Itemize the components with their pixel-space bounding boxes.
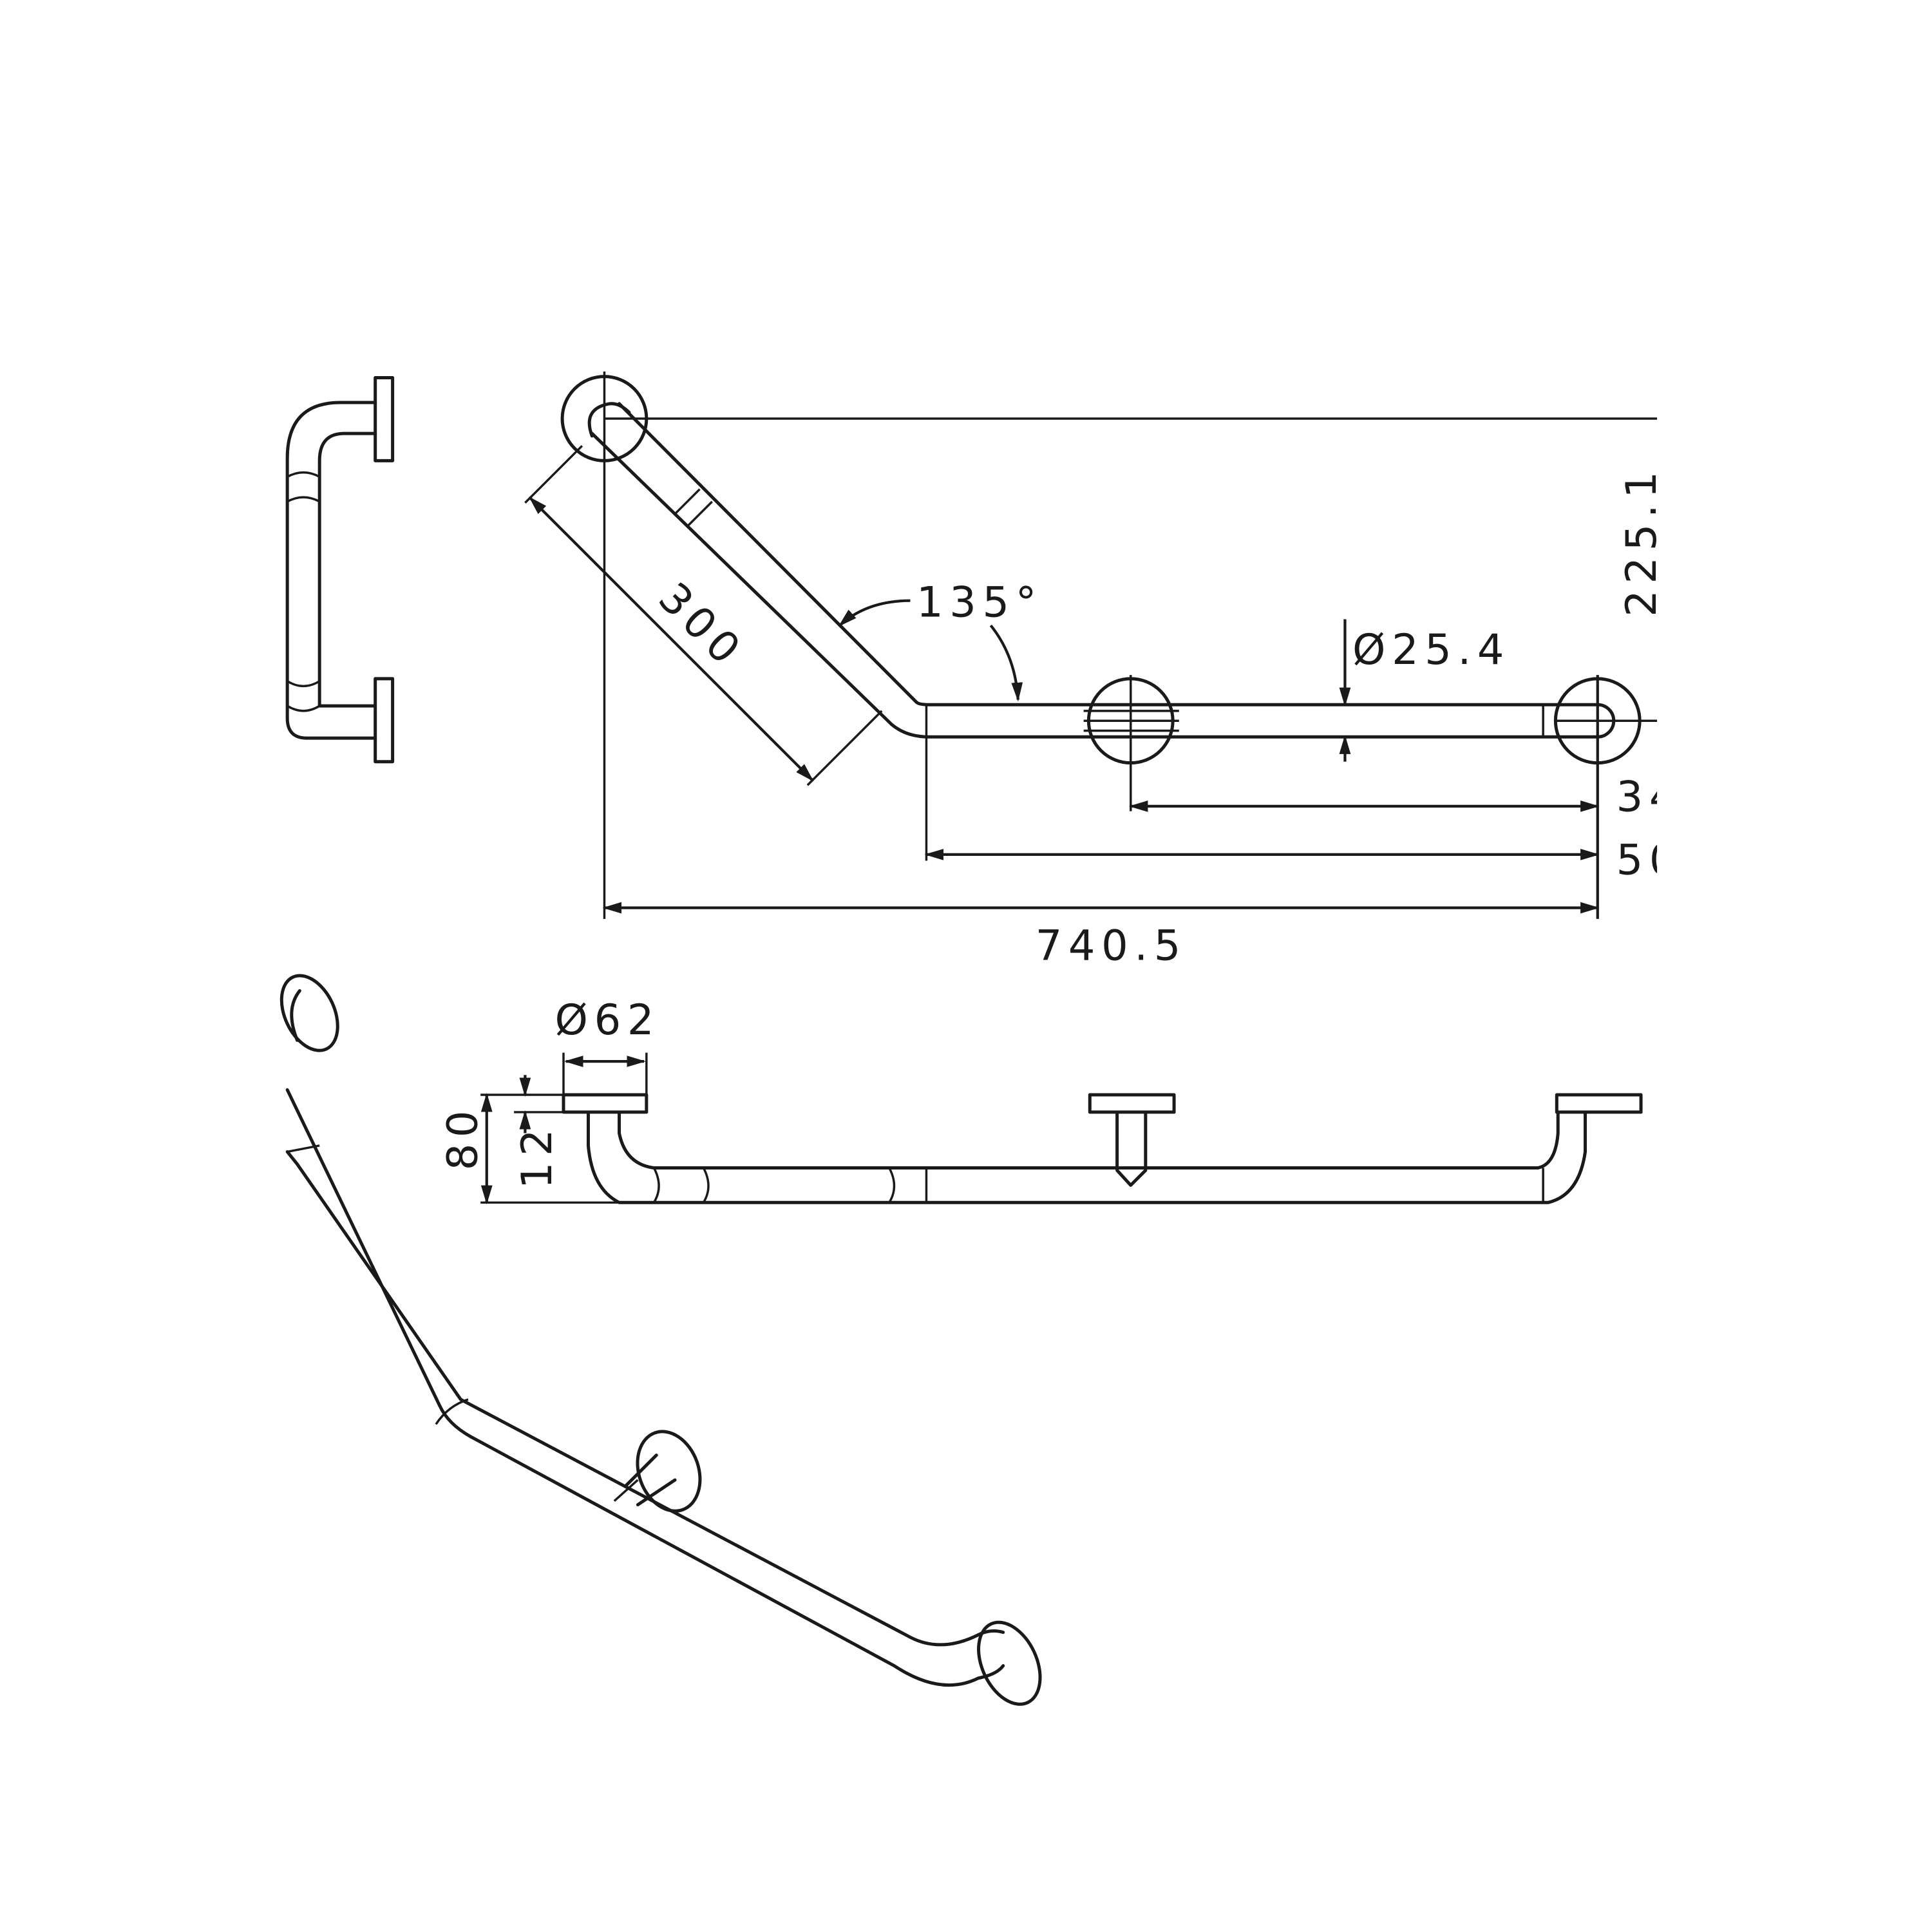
overall-length-label: 740.5 [1036, 921, 1187, 970]
angle-label: 135° [916, 578, 1043, 627]
flange-spacing-label: 34 [1616, 773, 1682, 822]
perspective-view [279, 974, 1042, 1706]
flange-thickness-label: 12 [513, 1123, 562, 1189]
front-view: Ø62 80 12 [438, 996, 1643, 1205]
side-view [285, 376, 395, 764]
flange-diameter-label: Ø62 [555, 996, 660, 1045]
diagonal-length-label: 300 [649, 573, 753, 677]
top-view: 300 135° Ø25.4 225.1 34 50 740.5 [524, 371, 1682, 970]
projection-label: 80 [438, 1104, 487, 1170]
straight-length-label: 50 [1616, 836, 1682, 885]
height-offset-label: 225.1 [1617, 465, 1666, 616]
tube-diameter-label: Ø25.4 [1352, 625, 1510, 674]
